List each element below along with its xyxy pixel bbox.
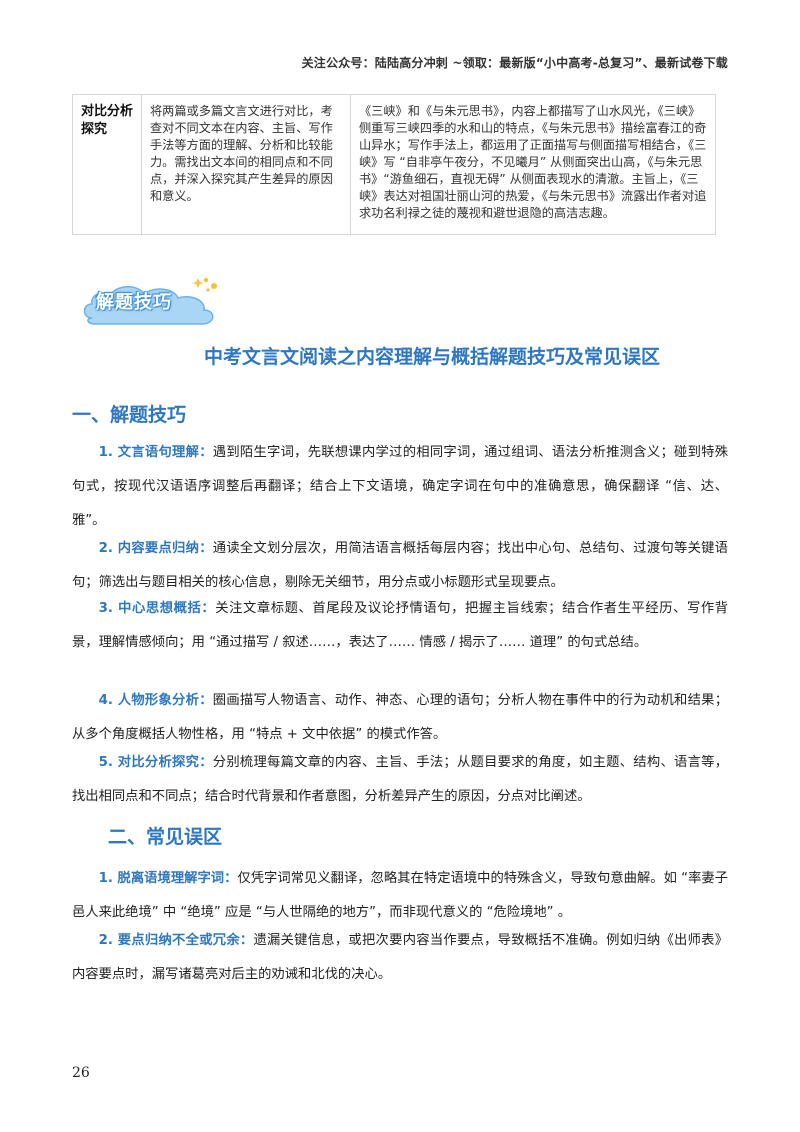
mistake-item-lead: 1. 脱离语境理解字词： <box>98 871 238 886</box>
tip-item-1: 1. 文言语句理解：遇到陌生字词，先联想课内学过的相同字词，通过组词、语法分析推… <box>72 436 728 538</box>
page-number: 26 <box>72 1065 90 1081</box>
section-title-tips: 一、解题技巧 <box>72 404 187 426</box>
tip-item-lead: 5. 对比分析探究： <box>98 755 213 770</box>
tip-item-lead: 2. 内容要点归纳： <box>98 541 213 556</box>
mistake-item-text: 仅凭字词常见义翻译，忽略其在特定语境中的特殊含义，导致句意曲解。如 “率妻子邑人… <box>72 871 728 920</box>
mistake-item-text: 遗漏关键信息，或把次要内容当作要点，导致概括不准确。例如归纳《出师表》内容要点时… <box>72 933 729 982</box>
tip-item-5: 5. 对比分析探究：分别梳理每篇文章的内容、主旨、手法；从题目要求的角度，如主题… <box>72 746 728 814</box>
mistake-item-lead: 2. 要点归纳不全或冗余： <box>98 933 254 948</box>
tip-item-text: 分别梳理每篇文章的内容、主旨、手法；从题目要求的角度，如主题、结构、语言等，找出… <box>72 755 729 804</box>
tip-item-lead: 4. 人物形象分析： <box>98 693 213 708</box>
mistake-item-1: 1. 脱离语境理解字词：仅凭字词常见义翻译，忽略其在特定语境中的特殊含义，导致句… <box>72 862 728 930</box>
main-title: 中考文言文阅读之内容理解与概括解题技巧及常见误区 <box>203 346 660 368</box>
tip-item-text: 关注文章标题、首尾段及议论抒情语句，把握主旨线索；结合作者生平经历、写作背景，理… <box>72 601 729 650</box>
table-cell-type: 对比分析探究 <box>72 94 142 235</box>
table-cell-example: 《三峡》和《与朱元思书》，内容上都描写了山水风光，《三峡》侧重写三峡四季的水和山… <box>350 94 716 235</box>
tip-item-text: 圈画描写人物语言、动作、神态、心理的语句；分析人物在事件中的行为动机和结果；从多… <box>72 693 729 742</box>
tip-item-2: 2. 内容要点归纳：通读全文划分层次，用简洁语言概括每层内容；找出中心句、总结句… <box>72 532 728 600</box>
tip-item-4: 4. 人物形象分析：圈画描写人物语言、动作、神态、心理的语句；分析人物在事件中的… <box>72 684 728 752</box>
tip-item-text: 通读全文划分层次，用简洁语言概括每层内容；找出中心句、总结句、过渡句等关键语句；… <box>72 541 729 590</box>
section-title-mistakes: 二、常见误区 <box>108 826 223 848</box>
page-header: 关注公众号：陆陆高分冲刺 ~领取：最新版“小中高考-总复习”、最新试卷下载 <box>301 56 728 70</box>
tip-item-lead: 3. 中心思想概括： <box>98 601 216 616</box>
cloud-badge-icon <box>83 277 217 325</box>
table-row: 对比分析探究 将两篇或多篇文言文进行对比，考查对不同文本在内容、主旨、写作手法等… <box>72 94 716 235</box>
tips-badge: 解题技巧 <box>78 274 228 330</box>
tips-badge-label: 解题技巧 <box>96 292 172 313</box>
table-cell-description: 将两篇或多篇文言文进行对比，考查对不同文本在内容、主旨、写作手法等方面的理解、分… <box>141 94 351 235</box>
tip-item-3: 3. 中心思想概括：关注文章标题、首尾段及议论抒情语句，把握主旨线索；结合作者生… <box>72 592 728 660</box>
tip-item-lead: 1. 文言语句理解： <box>98 445 213 460</box>
question-type-table: 对比分析探究 将两篇或多篇文言文进行对比，考查对不同文本在内容、主旨、写作手法等… <box>72 94 716 235</box>
mistake-item-2: 2. 要点归纳不全或冗余：遗漏关键信息，或把次要内容当作要点，导致概括不准确。例… <box>72 924 728 992</box>
tip-item-text: 遇到陌生字词，先联想课内学过的相同字词，通过组词、语法分析推测含义；碰到特殊句式… <box>72 445 729 528</box>
